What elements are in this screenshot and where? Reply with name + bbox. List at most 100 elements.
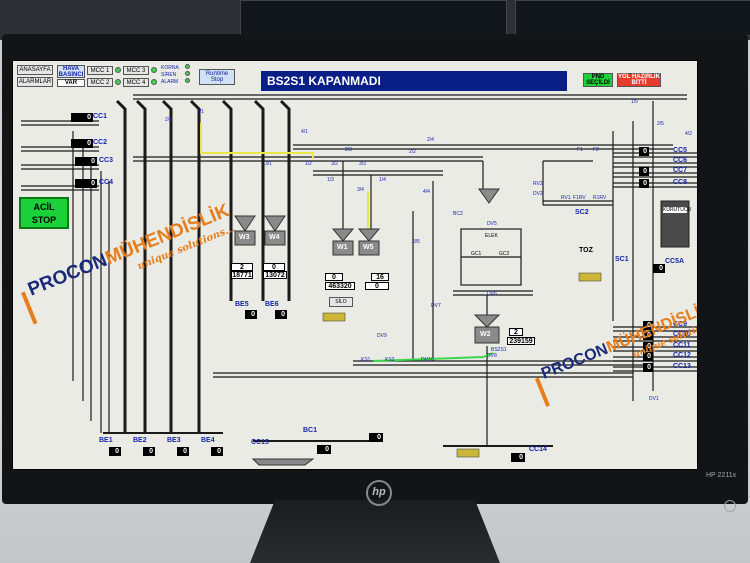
valve-4-2: 4/2 xyxy=(685,131,692,137)
be5-label: BE5 xyxy=(235,301,249,308)
cc8-value: 0 xyxy=(639,179,649,188)
valve-1-3: 1/3 xyxy=(327,177,334,183)
w3-total: 18771 xyxy=(231,271,253,279)
mcc2-status-icon xyxy=(115,79,121,85)
siren-label: SİREN xyxy=(161,72,177,78)
valve-2-2: 2/2 xyxy=(409,149,416,155)
sc1-label: SC1 xyxy=(615,256,629,263)
be6-value: 0 xyxy=(275,310,287,319)
process-piping xyxy=(21,94,697,466)
silo-button[interactable]: SİLO xyxy=(329,297,353,307)
cc5a-label: CC5A xyxy=(665,258,685,265)
mcc1-status-icon xyxy=(115,67,121,73)
background-monitors xyxy=(0,0,750,40)
dv10-label: DV10 xyxy=(421,357,434,363)
f1rv-label: F1RV xyxy=(573,195,586,201)
be3-value: 0 xyxy=(177,447,189,456)
gc2-label: GC2 xyxy=(499,251,510,257)
dv2-label: DV2 xyxy=(533,191,543,197)
valve-2-3: 2/3 xyxy=(345,147,352,153)
cc1-label: CC1 xyxy=(93,113,108,120)
valve-3-3: 3/3 xyxy=(359,161,366,167)
background-monitor-left xyxy=(240,0,507,36)
monitor-stand xyxy=(250,500,500,563)
gc1-label: GC1 xyxy=(471,251,482,257)
rv2-label: RV2 xyxy=(533,181,543,187)
cc2-value: 0 xyxy=(71,139,93,148)
w5-total: 0 xyxy=(365,282,389,290)
be2-value: 0 xyxy=(143,447,155,456)
monitor-model: HP 2211x xyxy=(706,472,737,479)
yol-hazir-indicator: YOL HAZIRLIK BİTTİ xyxy=(617,73,661,87)
scada-screen: ANASAYFA ALARMLAR HAVA BASINCI VAR MCC 1… xyxy=(12,60,698,470)
cc3-label: CC3 xyxy=(99,157,114,164)
rv1-label: RV1 xyxy=(561,195,571,201)
mcc1-button[interactable]: MCC 1 xyxy=(87,66,113,75)
dv5-label: DV5 xyxy=(487,221,497,227)
be4-label: BE4 xyxy=(201,437,215,444)
acil-label: ACİL xyxy=(33,202,55,212)
w4-label: W4 xyxy=(269,234,280,241)
mcc4-status-icon xyxy=(151,79,157,85)
sc2-label: SC2 xyxy=(575,209,589,216)
valve-1-2: 1/2 xyxy=(305,161,312,167)
anasayfa-button[interactable]: ANASAYFA xyxy=(17,65,53,75)
bc1-value: 0 xyxy=(369,433,383,442)
f1-label: F1 xyxy=(577,147,583,153)
cc13-label: CC13 xyxy=(673,363,691,370)
cc4-value: 0 xyxy=(75,179,97,188)
mcc4-button[interactable]: MCC 4 xyxy=(123,78,149,87)
korna-label: KORNA xyxy=(161,65,179,71)
dv7-label: DV7 xyxy=(431,303,441,309)
korna-status-icon xyxy=(185,64,190,69)
valve-2-1: 2/1 xyxy=(165,117,172,123)
cc3-value: 0 xyxy=(75,157,97,166)
dv6-label: DV6 xyxy=(487,291,497,297)
cc12-value: 0 xyxy=(643,352,653,361)
acil-stop-button[interactable]: ACİL STOP xyxy=(19,197,69,229)
cc13-value: 0 xyxy=(643,363,653,372)
mcc2-button[interactable]: MCC 2 xyxy=(87,78,113,87)
valve-3-2: 3/2 xyxy=(331,161,338,167)
w2-setpoint: 2 xyxy=(509,328,523,336)
valve-1-4: 1/4 xyxy=(379,177,386,183)
ks1-label: KS1 xyxy=(361,357,371,363)
be1-label: BE1 xyxy=(99,437,113,444)
cc14-value: 0 xyxy=(511,453,525,462)
mcc3-status-icon xyxy=(151,67,157,73)
cc14-label: CC14 xyxy=(529,446,547,453)
elek-label: ELEK xyxy=(485,233,498,239)
valve-3-5: 3/5 xyxy=(413,239,420,245)
valve-4-4: 4/4 xyxy=(423,189,430,195)
cc11-label: CC11 xyxy=(673,342,691,349)
cc5-label: CC5 xyxy=(673,147,688,154)
mcc3-button[interactable]: MCC 3 xyxy=(123,66,149,75)
w4-total: 13072 xyxy=(263,271,287,279)
cc10-value: 0 xyxy=(643,331,653,340)
hava-basinci-label: HAVA BASINCI xyxy=(57,65,85,78)
hava-var-indicator: VAR xyxy=(57,79,85,87)
alarmlar-button[interactable]: ALARMLAR xyxy=(17,77,53,87)
w4-setpoint: 0 xyxy=(263,263,285,271)
w3-setpoint: 2 xyxy=(231,263,253,271)
hp-logo: hp xyxy=(366,480,392,506)
cc4-label: CC4 xyxy=(99,179,114,186)
cc15-value: 0 xyxy=(317,445,331,454)
cc8-label: CC8 xyxy=(673,179,688,186)
kurutucu-label: KURUTUCU xyxy=(663,207,692,213)
valve-1-1: 1/1 xyxy=(197,109,204,115)
w5-label: W5 xyxy=(363,244,374,251)
runtime-stop-button[interactable]: Runtime Stop xyxy=(199,69,235,85)
cc15-label: CC15 xyxy=(251,439,269,446)
cc7-label: CC7 xyxy=(673,167,688,174)
w1-setpoint: 0 xyxy=(325,273,343,281)
power-icon[interactable] xyxy=(724,500,736,512)
cc9-label: CC9 xyxy=(673,321,688,328)
w3-label: W3 xyxy=(239,234,250,241)
cc6-value: 0 xyxy=(639,147,649,156)
dv1-label: DV1 xyxy=(649,396,659,402)
w1-total: 463320 xyxy=(325,282,355,290)
be6-label: BE6 xyxy=(265,301,279,308)
alarm-status-icon xyxy=(185,78,190,83)
cc1-value: 0 xyxy=(71,113,93,122)
